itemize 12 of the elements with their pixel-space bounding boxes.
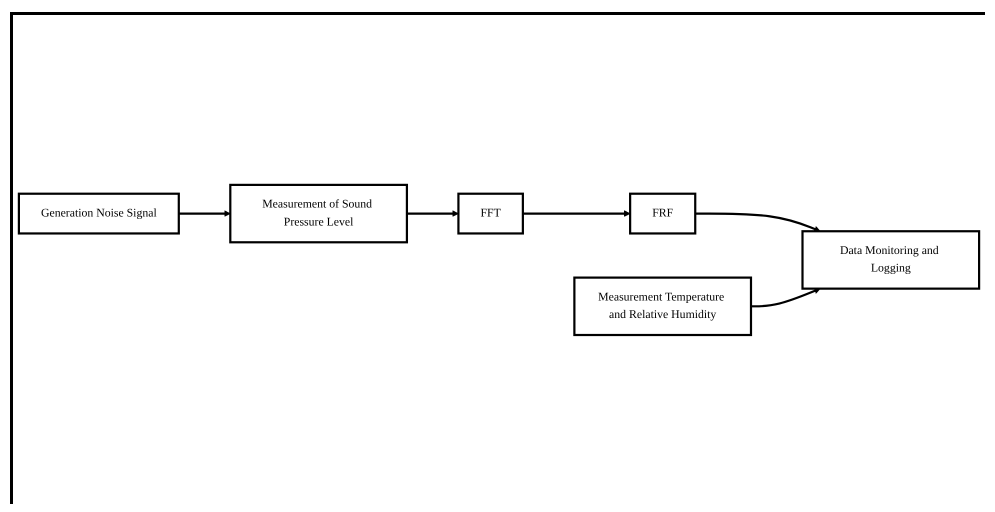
node-box (229, 183, 408, 243)
flowchart: Generation Noise Signal Measurement of Sound Pressure Level FFT FRF Data Monitoring and Logging Measurement Temperature and Relative Humidity (13, 178, 985, 340)
node-box (457, 192, 524, 234)
arrow (406, 210, 459, 216)
node-box (573, 276, 752, 336)
arrow (751, 287, 820, 307)
node-box (18, 192, 180, 234)
arrow (695, 212, 820, 232)
node-box (801, 230, 980, 290)
node-box (629, 192, 696, 234)
arrow (522, 210, 630, 216)
arrow (178, 210, 231, 216)
